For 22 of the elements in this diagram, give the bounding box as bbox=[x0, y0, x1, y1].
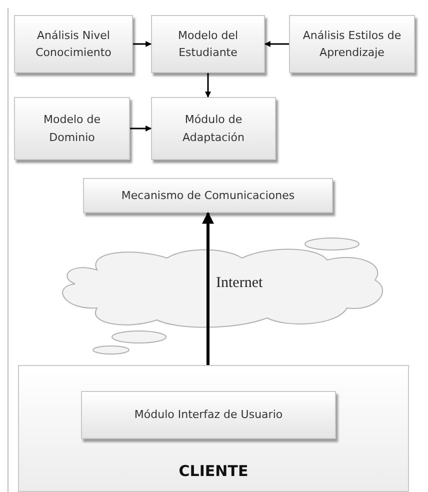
module-box bbox=[289, 15, 415, 73]
box-label: Análisis Estilos de Aprendizaje bbox=[302, 28, 402, 61]
module-box bbox=[14, 15, 133, 73]
box-label: Mecanismo de Comunicaciones bbox=[121, 188, 295, 204]
edge-label: Internet bbox=[216, 275, 263, 292]
client-panel bbox=[18, 365, 409, 492]
arrow bbox=[205, 73, 211, 98]
arrow bbox=[264, 41, 289, 47]
panel-title: CLIENTE bbox=[178, 460, 248, 482]
module-box bbox=[83, 178, 333, 213]
box-label: Módulo de Adaptación bbox=[182, 112, 246, 146]
module-box bbox=[151, 15, 265, 73]
module-box bbox=[14, 97, 130, 160]
box-label: Modelo del Estudiante bbox=[176, 28, 240, 61]
box-label: Modelo de Dominio bbox=[42, 112, 102, 146]
module-box bbox=[151, 97, 276, 160]
arrow bbox=[133, 41, 152, 47]
box-label: Análisis Nivel Conocimiento bbox=[34, 28, 112, 61]
module-box bbox=[81, 391, 336, 439]
box-label: Módulo Interfaz de Usuario bbox=[134, 407, 283, 424]
arrow bbox=[202, 212, 214, 365]
arrow bbox=[130, 126, 152, 132]
